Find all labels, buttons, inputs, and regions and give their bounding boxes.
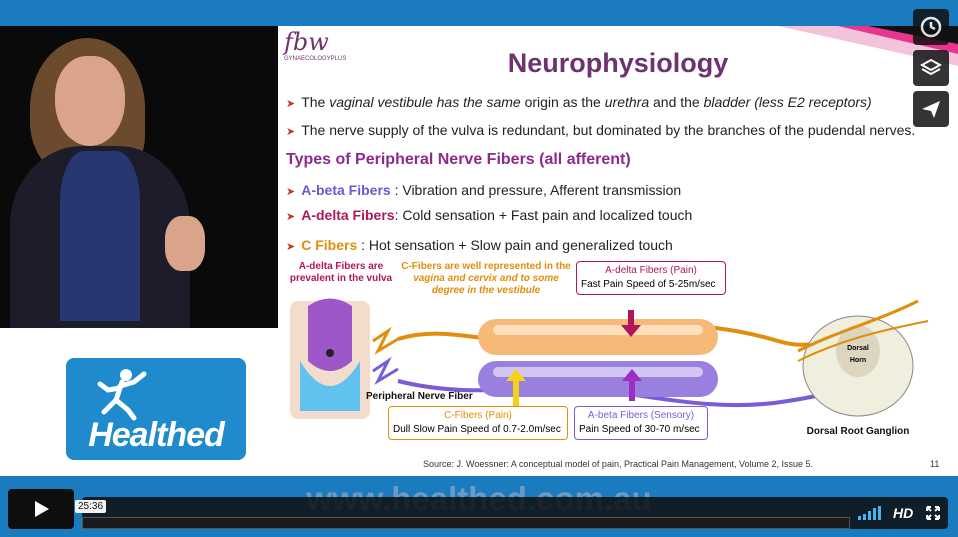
send-icon bbox=[922, 101, 940, 118]
box-adelta: A-delta Fibers (Pain) Fast Pain Speed of… bbox=[576, 261, 726, 295]
clock-icon bbox=[920, 16, 942, 38]
nerve-fiber-diagram: A-delta Fibers are prevalent in the vulv… bbox=[278, 261, 958, 456]
bullet-arrow-icon: ➤ bbox=[286, 98, 296, 110]
speaker-scarf bbox=[60, 151, 140, 321]
box-cfibers: C-Fibers (Pain) Dull Slow Pain Speed of … bbox=[388, 406, 568, 440]
speaker-face bbox=[55, 56, 125, 146]
progress-track[interactable] bbox=[82, 517, 850, 529]
healthed-logo: Healthed bbox=[66, 358, 246, 460]
current-time: 25:36 bbox=[75, 500, 107, 513]
fbw-logo: fbw bbox=[284, 28, 329, 56]
share-button[interactable] bbox=[913, 91, 949, 127]
collections-button[interactable] bbox=[913, 50, 949, 86]
dorsal-horn-label: Dorsal Horn bbox=[847, 345, 869, 364]
bullet-vestibule: ➤The vaginal vestibule has the same orig… bbox=[286, 94, 872, 110]
fiber-abeta: ➤A-beta Fibers : Vibration and pressure,… bbox=[286, 182, 682, 198]
play-button[interactable] bbox=[8, 489, 74, 529]
drg-label: Dorsal Root Ganglion bbox=[806, 426, 910, 437]
box-abeta: A-beta Fibers (Sensory) Pain Speed of 30… bbox=[574, 406, 708, 440]
slide-page-number: 11 bbox=[930, 459, 940, 469]
healthed-logo-text: Healthed bbox=[88, 416, 225, 454]
hd-toggle[interactable]: HD bbox=[893, 505, 914, 521]
bullet-arrow-icon: ➤ bbox=[286, 241, 296, 253]
bullet-arrow-icon: ➤ bbox=[286, 126, 296, 138]
note-cfibers: C-Fibers are well represented in the vag… bbox=[401, 261, 571, 296]
speaker-hand bbox=[165, 216, 205, 271]
bullet-arrow-icon: ➤ bbox=[286, 211, 296, 223]
presentation-slide: fbw GYNAECOLOGYPLUS Neurophysiology ➤The… bbox=[278, 26, 958, 476]
running-figure-icon bbox=[97, 369, 147, 421]
peripheral-nerve-label: Peripheral Nerve Fiber bbox=[366, 391, 473, 402]
top-bar bbox=[0, 0, 958, 26]
volume-icon[interactable] bbox=[858, 506, 882, 520]
video-frame[interactable]: Healthed fbw GYNAECOLOGYPLUS Neurophysio… bbox=[0, 26, 958, 476]
fullscreen-icon[interactable] bbox=[926, 506, 940, 520]
bullet-nerve-supply: ➤The nerve supply of the vulva is redund… bbox=[286, 122, 916, 138]
speaker-video bbox=[0, 26, 278, 328]
fiber-c: ➤C Fibers : Hot sensation + Slow pain an… bbox=[286, 237, 673, 253]
slide-subheading: Types of Peripheral Nerve Fibers (all af… bbox=[286, 151, 631, 168]
watch-later-button[interactable] bbox=[913, 9, 949, 45]
fbw-logo-sub: GYNAECOLOGYPLUS bbox=[284, 56, 347, 62]
slide-source: Source: J. Woessner: A conceptual model … bbox=[423, 459, 814, 469]
nerve-diagram-graphic bbox=[290, 298, 929, 419]
slide-title: Neurophysiology bbox=[507, 48, 729, 78]
layers-icon bbox=[920, 58, 942, 76]
play-icon bbox=[35, 501, 49, 517]
note-adelta: A-delta Fibers are prevalent in the vulv… bbox=[289, 261, 393, 284]
fiber-adelta: ➤A-delta Fibers: Cold sensation + Fast p… bbox=[286, 207, 693, 223]
bullet-arrow-icon: ➤ bbox=[286, 186, 296, 198]
